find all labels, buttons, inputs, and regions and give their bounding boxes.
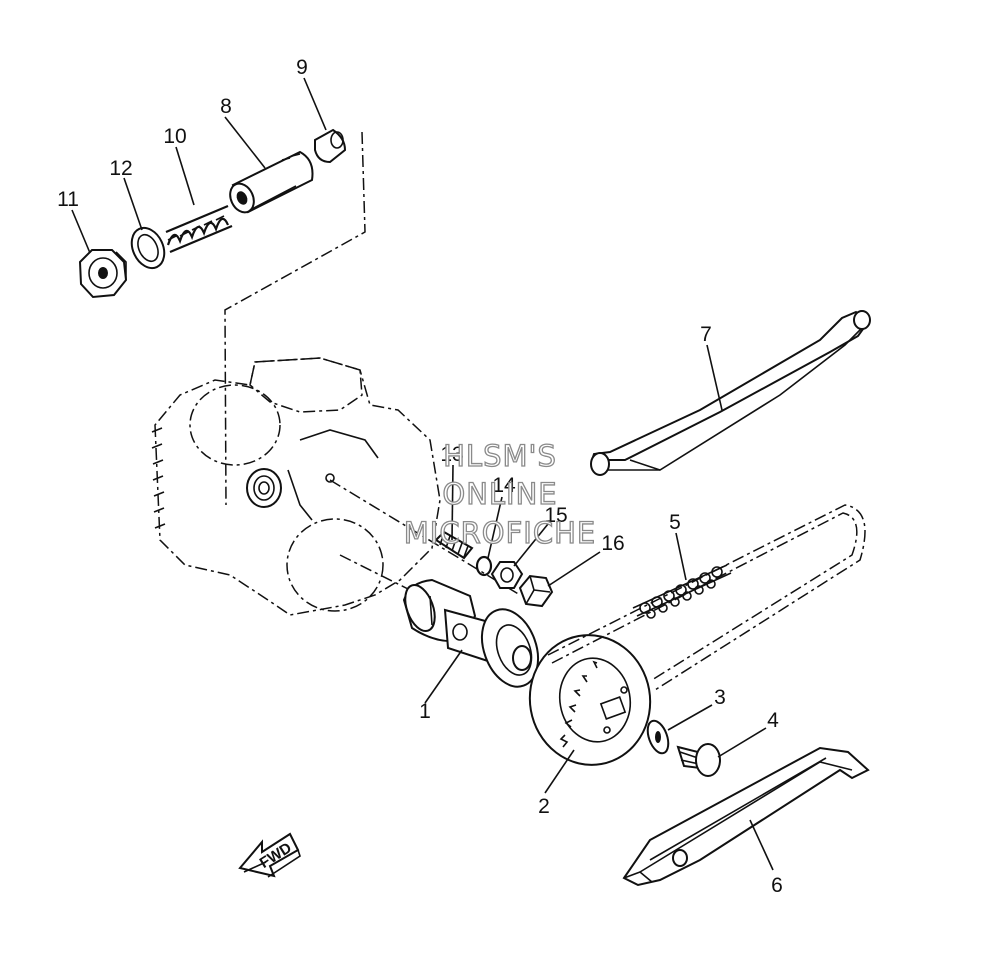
head-fins bbox=[151, 427, 166, 529]
tensioner-spring bbox=[165, 204, 233, 254]
leader-lines bbox=[71, 77, 774, 871]
hex-nut bbox=[490, 561, 524, 589]
stud-bolt bbox=[434, 530, 474, 560]
watermark-line-3: MICROFICHE bbox=[404, 516, 596, 550]
chain-guide-lower bbox=[622, 746, 870, 887]
watermark-line-1: HLSM'S bbox=[443, 439, 557, 473]
callout-4: 4 bbox=[767, 709, 779, 732]
tensioner-cap bbox=[314, 128, 347, 164]
watermark: HLSM'S ONLINE MICROFICHE bbox=[403, 438, 596, 550]
callout-10: 10 bbox=[163, 125, 186, 148]
cap-nut bbox=[518, 574, 554, 608]
washer bbox=[130, 226, 166, 270]
callout-9: 9 bbox=[296, 56, 308, 79]
sprocket-bolt bbox=[676, 743, 721, 777]
sprocket-washer bbox=[646, 719, 670, 755]
cam-chain-loop bbox=[547, 504, 866, 691]
callout-2: 2 bbox=[538, 795, 550, 818]
tensioner-bore bbox=[246, 468, 282, 508]
callout-12: 12 bbox=[109, 157, 132, 180]
cylinder-head bbox=[151, 357, 441, 616]
callout-13: 13 bbox=[440, 443, 463, 466]
callout-3: 3 bbox=[714, 686, 726, 709]
callout-11: 11 bbox=[57, 188, 79, 211]
cam-sprocket bbox=[528, 634, 652, 766]
o-ring bbox=[475, 555, 493, 577]
chain-guide-upper bbox=[590, 310, 871, 476]
callout-6: 6 bbox=[771, 874, 783, 897]
tensioner-cap-bolt bbox=[78, 249, 128, 299]
callout-1: 1 bbox=[419, 700, 431, 723]
callout-16: 16 bbox=[601, 532, 624, 555]
callout-14: 14 bbox=[492, 474, 516, 497]
callout-8: 8 bbox=[220, 95, 232, 118]
chain-links bbox=[632, 564, 732, 619]
callout-7: 7 bbox=[700, 323, 712, 346]
forward-direction-arrow: FWD bbox=[238, 832, 301, 878]
callout-15: 15 bbox=[544, 504, 567, 527]
camshaft bbox=[402, 578, 540, 688]
callout-labels: 1 2 3 4 5 6 7 8 9 10 12 11 13 14 15 16 bbox=[57, 56, 783, 897]
watermark-line-2: ONLINE bbox=[442, 477, 557, 511]
callout-5: 5 bbox=[669, 511, 681, 534]
tensioner-rod bbox=[229, 150, 314, 214]
